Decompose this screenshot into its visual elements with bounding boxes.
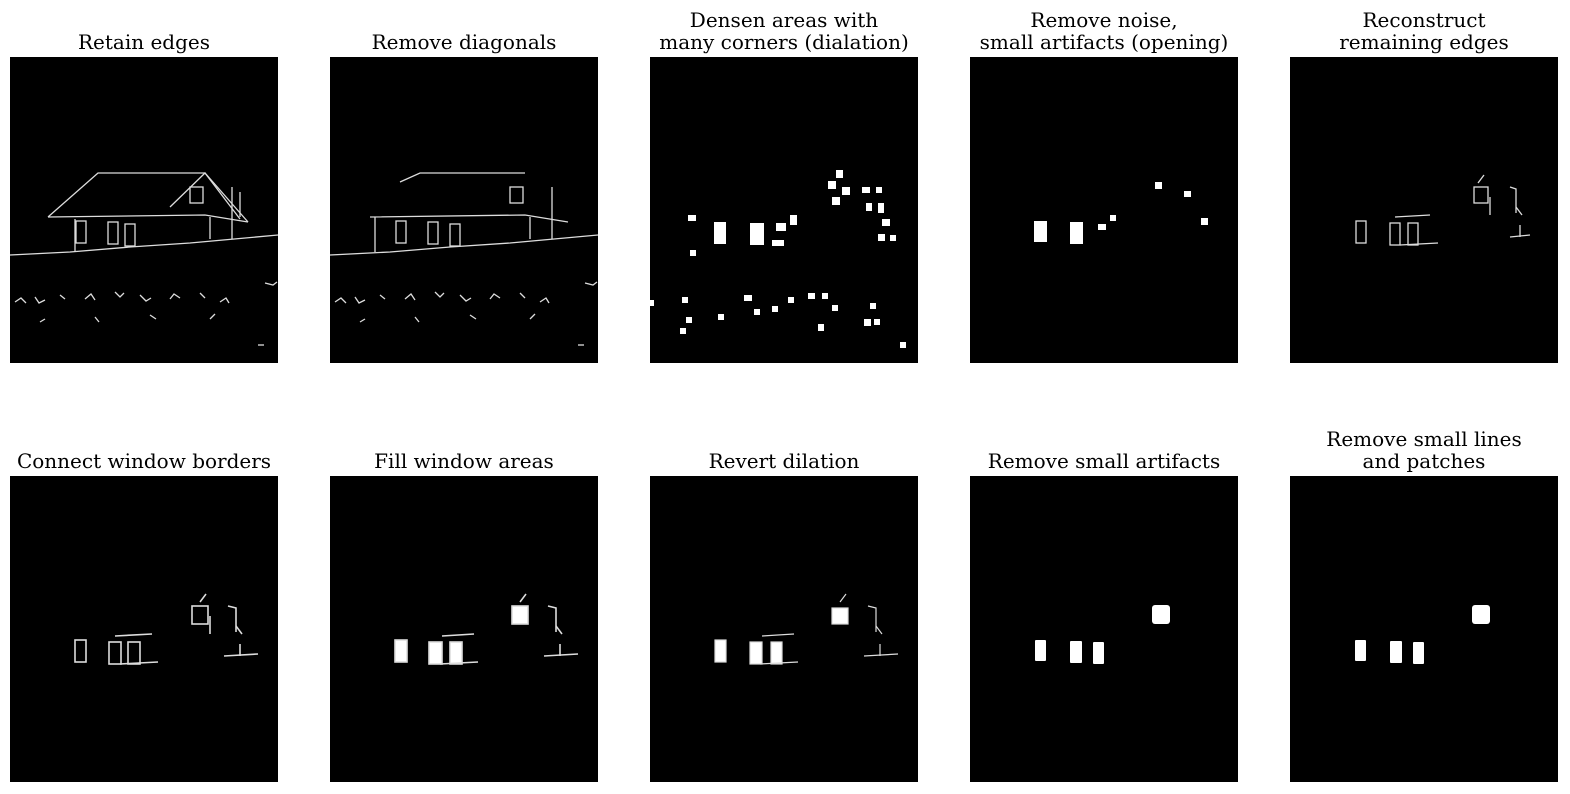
edge-image (1290, 476, 1558, 782)
panel-title: Remove small lines and patches (1326, 427, 1522, 473)
edge-image (970, 476, 1238, 782)
panel-title: Connect window borders (16, 449, 272, 473)
edge-image (10, 57, 278, 363)
edge-image (330, 57, 598, 363)
edge-image (650, 57, 918, 363)
edge-image (330, 476, 598, 782)
edge-image (970, 57, 1238, 363)
panel-title: Fill window areas (374, 449, 554, 473)
panel-fill-window-areas: Fill window areas (330, 450, 598, 782)
edge-image (1290, 57, 1558, 363)
panel-title: Retain edges (77, 30, 211, 54)
edge-image (10, 476, 278, 782)
panel-retain-edges: Retain edges (10, 31, 278, 363)
panel-densen-corners: Densen areas with many corners (dialatio… (650, 9, 918, 363)
panel-remove-small-artifacts: Remove small artifacts (970, 450, 1238, 782)
panel-remove-noise: Remove noise, small artifacts (opening) (970, 9, 1238, 363)
panel-remove-small-lines: Remove small lines and patches (1290, 428, 1558, 782)
panel-title: Revert dilation (708, 449, 860, 473)
panel-title: Remove noise, small artifacts (opening) (979, 8, 1229, 54)
panel-title: Reconstruct remaining edges (1339, 8, 1509, 54)
panel-revert-dilation: Revert dilation (650, 450, 918, 782)
panel-remove-diagonals: Remove diagonals (330, 31, 598, 363)
panel-title: Remove diagonals (371, 30, 557, 54)
edge-image (650, 476, 918, 782)
panel-reconstruct-edges: Reconstruct remaining edges (1290, 9, 1558, 363)
panel-title: Remove small artifacts (987, 449, 1221, 473)
panel-title: Densen areas with many corners (dialatio… (659, 8, 909, 54)
panel-connect-window-borders: Connect window borders (10, 450, 278, 782)
